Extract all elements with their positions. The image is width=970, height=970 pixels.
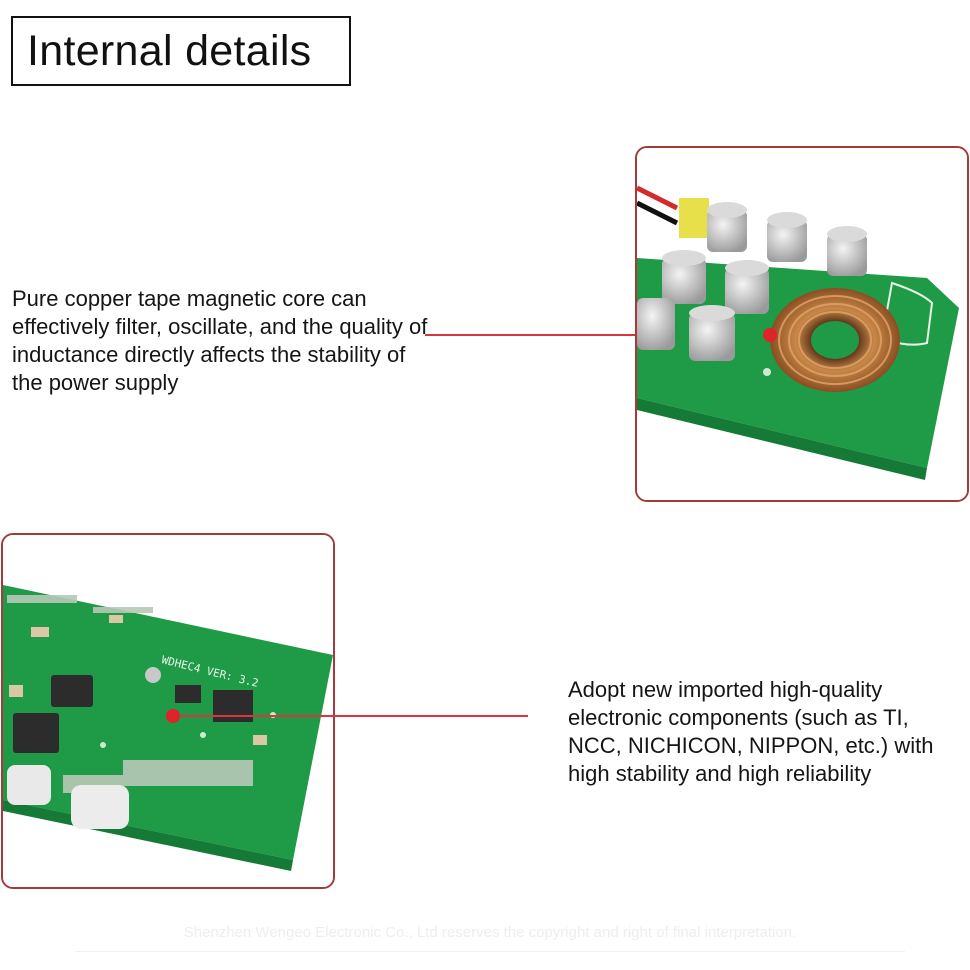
footer-divider	[75, 951, 905, 952]
pointer-line-inductor	[425, 334, 770, 336]
marker-dot-inductor	[763, 328, 777, 342]
inductor-photo	[635, 146, 969, 502]
page-title: Internal details	[27, 26, 312, 75]
feature-description-components: Adopt new imported high-quality electron…	[568, 677, 934, 786]
feature-description-inductor: Pure copper tape magnetic core can effec…	[12, 286, 428, 395]
inductor-board-image	[637, 148, 967, 500]
pointer-line-components	[172, 715, 528, 717]
components-board-image: WDHEC4 VER: 3.2	[3, 535, 333, 887]
marker-dot-components	[166, 709, 180, 723]
copyright-footer: Shenzhen Wengeo Electronic Co., Ltd rese…	[183, 924, 797, 941]
title-box: Internal details	[11, 16, 351, 86]
